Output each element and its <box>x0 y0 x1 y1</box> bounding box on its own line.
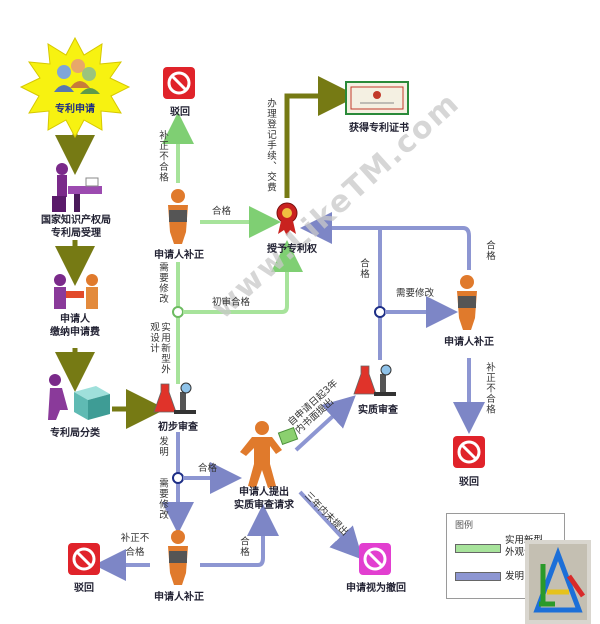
pass-top-label: 合格 <box>212 206 232 217</box>
pass-sub-label: 合格 <box>358 258 369 279</box>
main-flow-arrows <box>55 76 358 429</box>
grant-seal-icon <box>276 202 298 236</box>
register-fee-label: 办理登记手续、交费 <box>265 98 276 193</box>
utility-design-arrows <box>162 112 303 384</box>
preliminary-exam-icon <box>153 382 196 414</box>
amend-fail-right-label: 补正不合格 <box>484 362 495 415</box>
substantive-request-label: 申请人提出 实质审查请求 <box>234 487 294 511</box>
classify-label: 专利局分类 <box>50 428 100 439</box>
reject-right-label: 驳回 <box>459 477 479 488</box>
need-modify-right-label: 需要修改 <box>396 288 435 299</box>
pay-fee-label: 申请人 缴纳申请费 <box>50 314 100 338</box>
legend-swatch-invention <box>455 572 501 581</box>
amend-fail-bottom-label: 补正不合格 <box>120 533 150 558</box>
deemed-withdrawn-label: 申请视为撤回 <box>346 583 406 594</box>
applicant-amend-bottom-label: 申请人补正 <box>154 592 204 603</box>
patent-application-node <box>19 36 131 139</box>
pass-right-label: 合格 <box>484 240 495 261</box>
need-modify-bottom-label: 需要修改 <box>157 478 168 520</box>
applicant-icon-top <box>168 189 188 244</box>
patent-application-label: 专利申请 <box>55 104 95 115</box>
applicant-icon-right <box>457 275 477 330</box>
legend-swatch-utility <box>455 544 501 553</box>
amend-fail-top-label: 补正不合格 <box>157 130 168 183</box>
legend-utility-label: 实用新型 外观设计 <box>505 535 544 558</box>
withdrawn-icon <box>359 543 391 575</box>
invention-label: 发明 <box>157 436 168 457</box>
office-worker-icon <box>52 163 102 212</box>
substantive-exam-icon <box>353 364 396 396</box>
invention-arrows <box>94 212 485 581</box>
reject-top-label: 驳回 <box>170 107 190 118</box>
applicant-request-icon <box>240 421 299 488</box>
person-icon <box>57 65 71 79</box>
grant-label: 授予专利权 <box>267 244 317 255</box>
reject-icon-right <box>453 436 485 468</box>
applicant-amend-right-label: 申请人补正 <box>444 337 494 348</box>
applicant-amend-top-label: 申请人补正 <box>154 250 204 261</box>
corner-logo <box>525 540 591 624</box>
legend-invention-label: 发明 <box>505 571 525 582</box>
need-modify-left-label: 需要修改 <box>157 262 168 304</box>
applicant-icon-bottom <box>168 530 188 585</box>
classify-icon <box>48 374 110 420</box>
substantive-exam-label: 实质审查 <box>358 405 398 416</box>
reject-bottom-label: 驳回 <box>74 583 94 594</box>
utility-design-label: 实用新型外观设计 <box>148 322 170 375</box>
legend-title: 图例 <box>455 521 474 531</box>
preliminary-exam-label: 初步审查 <box>158 422 198 433</box>
certificate-label: 获得专利证书 <box>349 123 409 134</box>
certificate-icon <box>345 81 409 115</box>
pay-fee-icon <box>54 274 98 309</box>
pass-mid-label: 合格 <box>198 463 218 474</box>
prelim-pass-label: 初审合格 <box>212 297 251 308</box>
reject-icon-top <box>163 67 195 99</box>
pass-bottom-label: 合格 <box>238 536 249 557</box>
reject-icon-bottom <box>68 543 100 575</box>
sipo-accept-label: 国家知识产权局 专利局受理 <box>41 215 111 239</box>
